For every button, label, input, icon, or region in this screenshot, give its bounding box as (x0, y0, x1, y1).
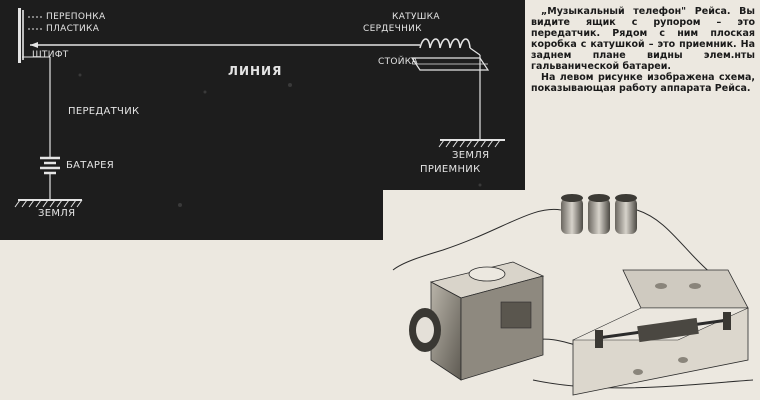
label-ground-right: ЗЕМЛЯ (452, 150, 490, 161)
caption-paragraph-1: „Музыкальный телефон" Рейса. Вы видите я… (531, 6, 755, 72)
wire-battery-receiver (636, 209, 714, 276)
label-pin: ШТИФТ (32, 50, 69, 60)
receiver-coil-rod (595, 312, 731, 348)
line-arrow (30, 42, 38, 48)
caption-text: „Музыкальный телефон" Рейса. Вы видите я… (531, 6, 755, 94)
receiver-coil (419, 38, 481, 56)
galvanic-battery (561, 194, 637, 234)
reis-telephone-schematic: ПЕРЕПОНКА ПЛАСТИКА ШТИФТ ЛИНИЯ ПЕРЕДАТЧИ… (0, 0, 525, 240)
receiver-box (572, 269, 749, 396)
receiver-stand (410, 57, 490, 71)
label-transmitter: ПЕРЕДАТЧИК (68, 106, 140, 117)
battery-cells (40, 135, 60, 200)
ground-right-symbol (438, 139, 505, 148)
plate-bar (22, 10, 24, 60)
wire-bottom (532, 379, 754, 389)
apparatus-illustration (392, 194, 754, 396)
label-membrane: ПЕРЕПОНКА (46, 12, 106, 22)
label-line: ЛИНИЯ (228, 64, 283, 78)
wire-battery-transmitter (392, 208, 562, 271)
membrane-bar (18, 8, 21, 63)
apparatus-photo (383, 190, 760, 400)
caption-paragraph-2: На левом рисунке изображена схема, показ… (531, 72, 755, 94)
label-core: СЕРДЕЧНИК (363, 24, 422, 34)
label-ground-left: ЗЕМЛЯ (38, 208, 76, 219)
label-plate: ПЛАСТИКА (46, 24, 100, 34)
schematic-drawing (14, 8, 505, 208)
label-stand: СТОЙКА (378, 57, 418, 67)
label-coil: КАТУШКА (392, 12, 440, 22)
label-battery: БАТАРЕЯ (66, 160, 115, 171)
transmitter-box (429, 261, 545, 381)
horn-opening (416, 317, 434, 343)
label-receiver: ПРИЕМНИК (420, 164, 481, 175)
ground-left-symbol (14, 199, 83, 208)
